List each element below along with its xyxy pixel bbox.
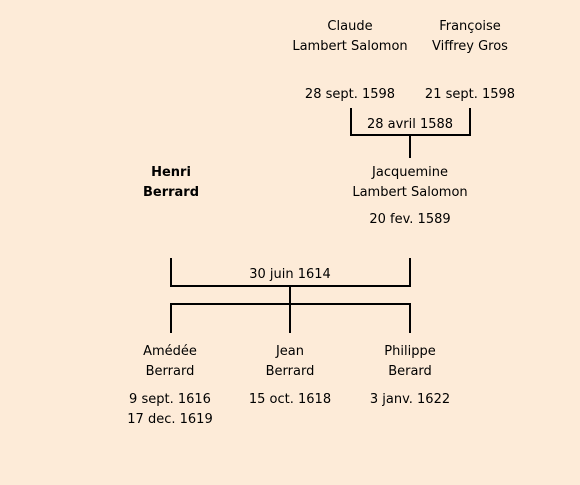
person-date: 3 janv. 1622 [369,392,451,407]
person-date: 9 sept. 1616 [129,392,211,407]
person-first-name: Henri [151,165,191,180]
person-first-name: Amédée [143,344,197,359]
person-date: 21 sept. 1598 [424,87,516,102]
person-date: 28 sept. 1598 [304,87,396,102]
connector-line [170,303,172,333]
person-date: 20 fev. 1589 [369,212,451,227]
person-jacquemine: Jacquemine Lambert Salomon [352,163,467,203]
person-claude: Claude Lambert Salomon [292,17,407,57]
person-last-name: Berrard [142,185,200,200]
person-jean: Jean Berrard [266,342,315,382]
person-last-name: Lambert Salomon [292,39,408,54]
connector-line [469,108,471,136]
person-francoise: Françoise Viffrey Gros [432,17,508,57]
connector-line [409,258,411,287]
person-first-name: Françoise [439,19,501,34]
person-first-name: Jean [275,344,305,359]
person-henri: Henri Berrard [143,163,199,203]
person-last-name: Berard [388,364,432,379]
connector-line [409,134,411,158]
connector-line [170,258,172,287]
person-amedee: Amédée Berrard [143,342,197,382]
connector-line [289,285,291,305]
person-philippe: Philippe Berard [384,342,435,382]
connector-line [409,303,411,333]
connector-line [350,108,352,136]
person-last-name: Viffrey Gros [432,39,508,54]
marriage-date: 30 juin 1614 [249,267,331,282]
person-dates: 9 sept. 1616 17 dec. 1619 [127,390,212,430]
person-first-name: Claude [327,19,373,34]
marriage-date: 28 avril 1588 [366,117,454,132]
person-date: 17 dec. 1619 [127,412,213,427]
connector-line [289,303,291,333]
person-last-name: Berrard [265,364,315,379]
person-first-name: Philippe [384,344,436,359]
person-date: 15 oct. 1618 [248,392,332,407]
person-last-name: Berrard [145,364,195,379]
person-first-name: Jacquemine [372,165,448,180]
person-last-name: Lambert Salomon [352,185,468,200]
